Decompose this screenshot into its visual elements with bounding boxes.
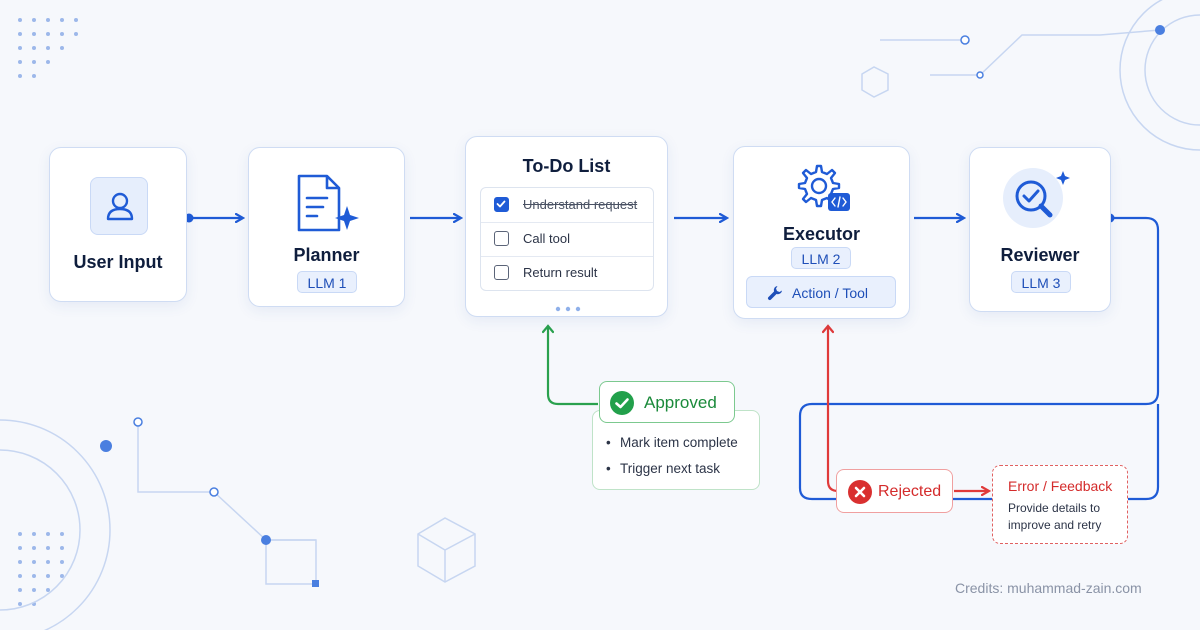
action-tool-label: Action / Tool [792, 285, 869, 301]
todo-list-items: Understand request Call tool Return resu… [480, 187, 654, 291]
edge-rejected-to-executor [828, 326, 839, 493]
user-input-node: User Input [49, 147, 187, 302]
approved-action-item: Mark item complete [606, 435, 738, 450]
executor-node: Executor LLM 2 Action / Tool [733, 146, 910, 319]
reviewer-badge: LLM 3 [1011, 271, 1071, 293]
todo-list-node: To-Do List Understand request Call tool … [465, 136, 668, 317]
todo-item-label: Return result [523, 265, 598, 280]
credits: Credits: muhammad-zain.com [955, 580, 1142, 596]
todo-item-label: Understand request [523, 197, 638, 212]
approved-actions-list: Mark item complete Trigger next task [592, 410, 760, 490]
todo-item[interactable]: Call tool [481, 222, 653, 257]
checkbox-unchecked[interactable] [494, 231, 509, 246]
pagination-dots [554, 300, 582, 318]
todo-item[interactable]: Understand request [481, 188, 653, 223]
approved-badge: Approved [599, 381, 735, 423]
gear-code-icon [790, 163, 860, 222]
wrench-icon [767, 286, 782, 301]
todo-item-label: Call tool [523, 231, 570, 246]
todo-list-title: To-Do List [522, 156, 611, 176]
rejected-label: Rejected [878, 483, 942, 500]
planner-title: Planner [293, 245, 360, 265]
user-input-title: User Input [73, 252, 163, 272]
approved-action-text: Trigger next task [620, 461, 721, 476]
edge-reviewer-loop [798, 216, 1160, 501]
magnifier-check-icon [1003, 168, 1083, 243]
error-feedback-title: Error / Feedback [1008, 478, 1113, 494]
executor-title: Executor [782, 224, 861, 244]
error-feedback-body: Provide details to improve and retry [1008, 501, 1102, 532]
todo-item[interactable]: Return result [481, 256, 653, 290]
rejected-badge: Rejected [836, 469, 953, 513]
planner-badge: LLM 1 [297, 271, 357, 293]
checkbox-checked[interactable] [494, 197, 509, 212]
reviewer-title: Reviewer [1000, 245, 1080, 265]
approved-label: Approved [644, 393, 717, 412]
error-feedback-box: Error / Feedback Provide details to impr… [992, 465, 1128, 544]
document-sparkle-icon [293, 172, 363, 241]
planner-node: Planner LLM 1 [248, 147, 405, 307]
checkbox-unchecked[interactable] [494, 265, 509, 280]
approved-action-text: Mark item complete [620, 435, 738, 450]
executor-badge: LLM 2 [791, 247, 851, 269]
x-circle-icon [848, 480, 872, 504]
action-tool-button[interactable]: Action / Tool [746, 276, 896, 308]
reviewer-node: Reviewer LLM 3 [969, 147, 1111, 312]
user-icon [90, 177, 148, 235]
check-circle-icon [610, 391, 634, 415]
edge-approved-to-todo [548, 326, 598, 406]
approved-action-item: Trigger next task [606, 461, 720, 476]
